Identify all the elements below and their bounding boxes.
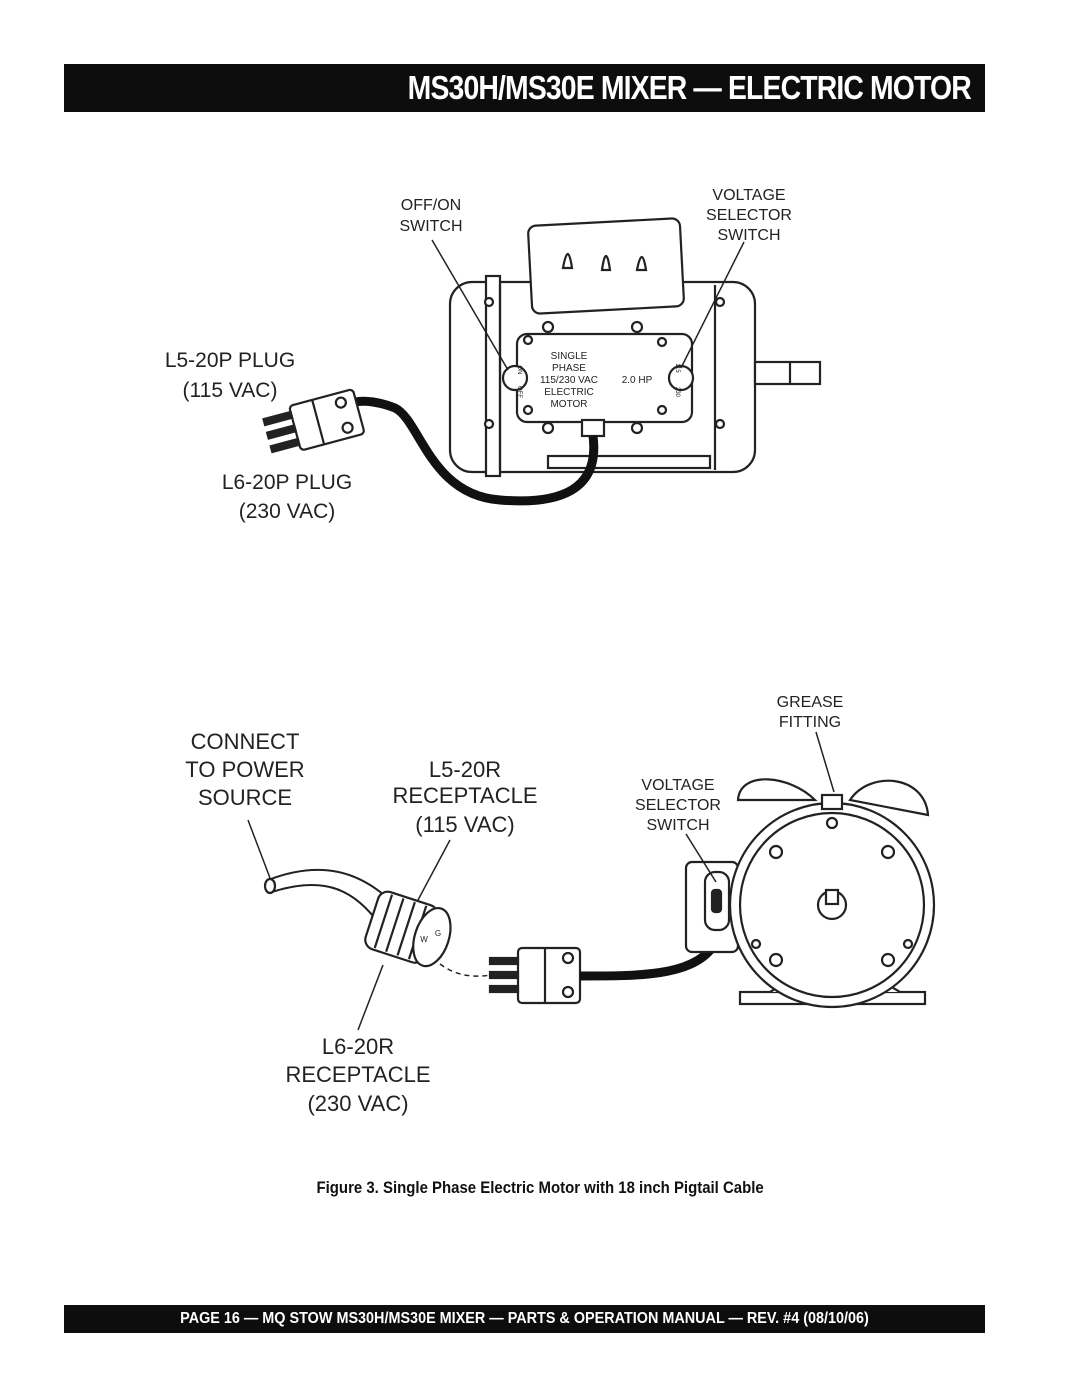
switch-mark-on: ON	[516, 366, 522, 375]
plug-l5-voltage: (115 VAC)	[183, 379, 278, 402]
receptacle-mark-w: W	[420, 935, 428, 944]
header-bar: MS30H/MS30E MIXER — ELECTRIC MOTOR	[64, 64, 985, 112]
top-motor-drawing	[262, 217, 822, 506]
l5r-label-2: RECEPTACLE	[392, 783, 537, 808]
voltage2-label-1: VOLTAGE	[641, 777, 714, 794]
switch-mark-off: OFF	[516, 386, 522, 398]
page-title: MS30H/MS30E MIXER — ELECTRIC MOTOR	[407, 69, 972, 106]
nameplate-3: 115/230 VAC	[540, 375, 598, 386]
off-on-label-2: SWITCH	[399, 218, 462, 235]
switch-mark-115: 115	[674, 363, 680, 373]
l6r-label-2: RECEPTACLE	[285, 1062, 430, 1087]
connect-label-1: CONNECT	[191, 729, 300, 754]
grease-label-1: GREASE	[777, 694, 844, 711]
plug-l5-label: L5-20P PLUG	[165, 349, 295, 372]
plug-l6-label: L6-20P PLUG	[222, 471, 352, 494]
voltage-label-1: VOLTAGE	[712, 187, 785, 204]
voltage-label-2: SELECTOR	[706, 207, 792, 224]
connect-label-2: TO POWER	[185, 757, 304, 782]
nameplate-5: ELECTRIC	[544, 387, 593, 398]
nameplate-6: MOTOR	[550, 399, 587, 410]
nameplate-1: SINGLE	[551, 351, 588, 362]
connect-label-3: SOURCE	[198, 785, 292, 810]
footer-text: PAGE 16 — MQ STOW MS30H/MS30E MIXER — PA…	[180, 1310, 869, 1327]
off-on-label-1: OFF/ON	[401, 197, 461, 214]
nameplate-4: 2.0 HP	[622, 375, 653, 386]
voltage2-label-3: SWITCH	[646, 817, 709, 834]
receptacle-mark-g: G	[435, 929, 441, 938]
figure-caption: Figure 3. Single Phase Electric Motor wi…	[0, 1178, 1080, 1198]
bottom-labels: CONNECT TO POWER SOURCE L5-20R RECEPTACL…	[185, 694, 843, 1116]
footer-bar: PAGE 16 — MQ STOW MS30H/MS30E MIXER — PA…	[64, 1305, 985, 1333]
l5r-label-1: L5-20R	[429, 757, 501, 782]
l6r-label-1: L6-20R	[322, 1034, 394, 1059]
voltage-label-3: SWITCH	[717, 227, 780, 244]
l5r-label-3: (115 VAC)	[415, 812, 514, 837]
figure-caption-text: Figure 3. Single Phase Electric Motor wi…	[316, 1178, 764, 1197]
plug-l6-voltage: (230 VAC)	[239, 500, 335, 523]
grease-label-2: FITTING	[779, 714, 841, 731]
bottom-drawing	[247, 731, 936, 1031]
switch-mark-230: 230	[674, 387, 680, 398]
top-labels: OFF/ON SWITCH VOLTAGE SELECTOR SWITCH L5…	[165, 187, 792, 523]
voltage2-label-2: SELECTOR	[635, 797, 721, 814]
nameplate-2: PHASE	[552, 363, 586, 374]
l6r-label-3: (230 VAC)	[307, 1091, 408, 1116]
